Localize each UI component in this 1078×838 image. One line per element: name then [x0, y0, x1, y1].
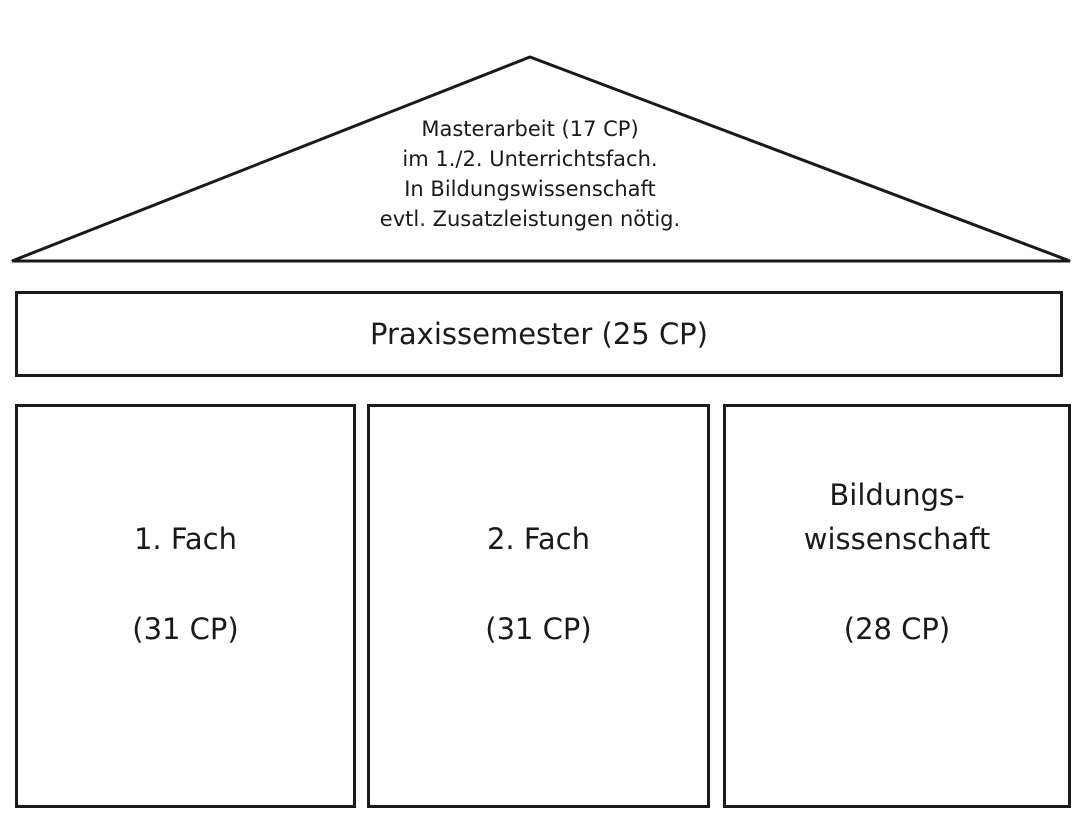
pillar-title-line: Bildungs-	[829, 478, 965, 512]
pillar-second-subject: 2. Fach (31 CP)	[367, 404, 710, 808]
roof-line-1: Masterarbeit (17 CP)	[421, 117, 639, 141]
roof-shape	[11, 55, 1071, 263]
pillar-cp: (28 CP)	[843, 612, 951, 646]
pillar-first-subject: 1. Fach (31 CP)	[15, 404, 356, 808]
roof-line-4: evtl. Zusatzleistungen nötig.	[379, 207, 681, 231]
pillar-title: 2. Fach	[370, 517, 707, 561]
pillar-title-line: wissenschaft	[803, 522, 991, 556]
pillar-title: 1. Fach	[18, 517, 353, 561]
pillar-educational-science: Bildungs- wissenschaft (28 CP)	[723, 404, 1071, 808]
pillar-title-line: 1. Fach	[133, 522, 237, 556]
roof-line-2: im 1./2. Unterrichtsfach.	[402, 147, 658, 171]
roof-triangle	[11, 55, 1071, 263]
pillar-title-line: 2. Fach	[486, 522, 590, 556]
beam-praxissemester: Praxissemester (25 CP)	[15, 291, 1063, 377]
pillar-title: Bildungs- wissenschaft	[726, 473, 1068, 561]
roof-line-3: In Bildungswissenschaft	[404, 177, 656, 201]
pillar-cp: (31 CP)	[485, 612, 592, 646]
roof-label: Masterarbeit (17 CP) im 1./2. Unterricht…	[330, 114, 730, 234]
beam-label: Praxissemester (25 CP)	[370, 317, 708, 351]
pillar-cp: (31 CP)	[132, 612, 239, 646]
